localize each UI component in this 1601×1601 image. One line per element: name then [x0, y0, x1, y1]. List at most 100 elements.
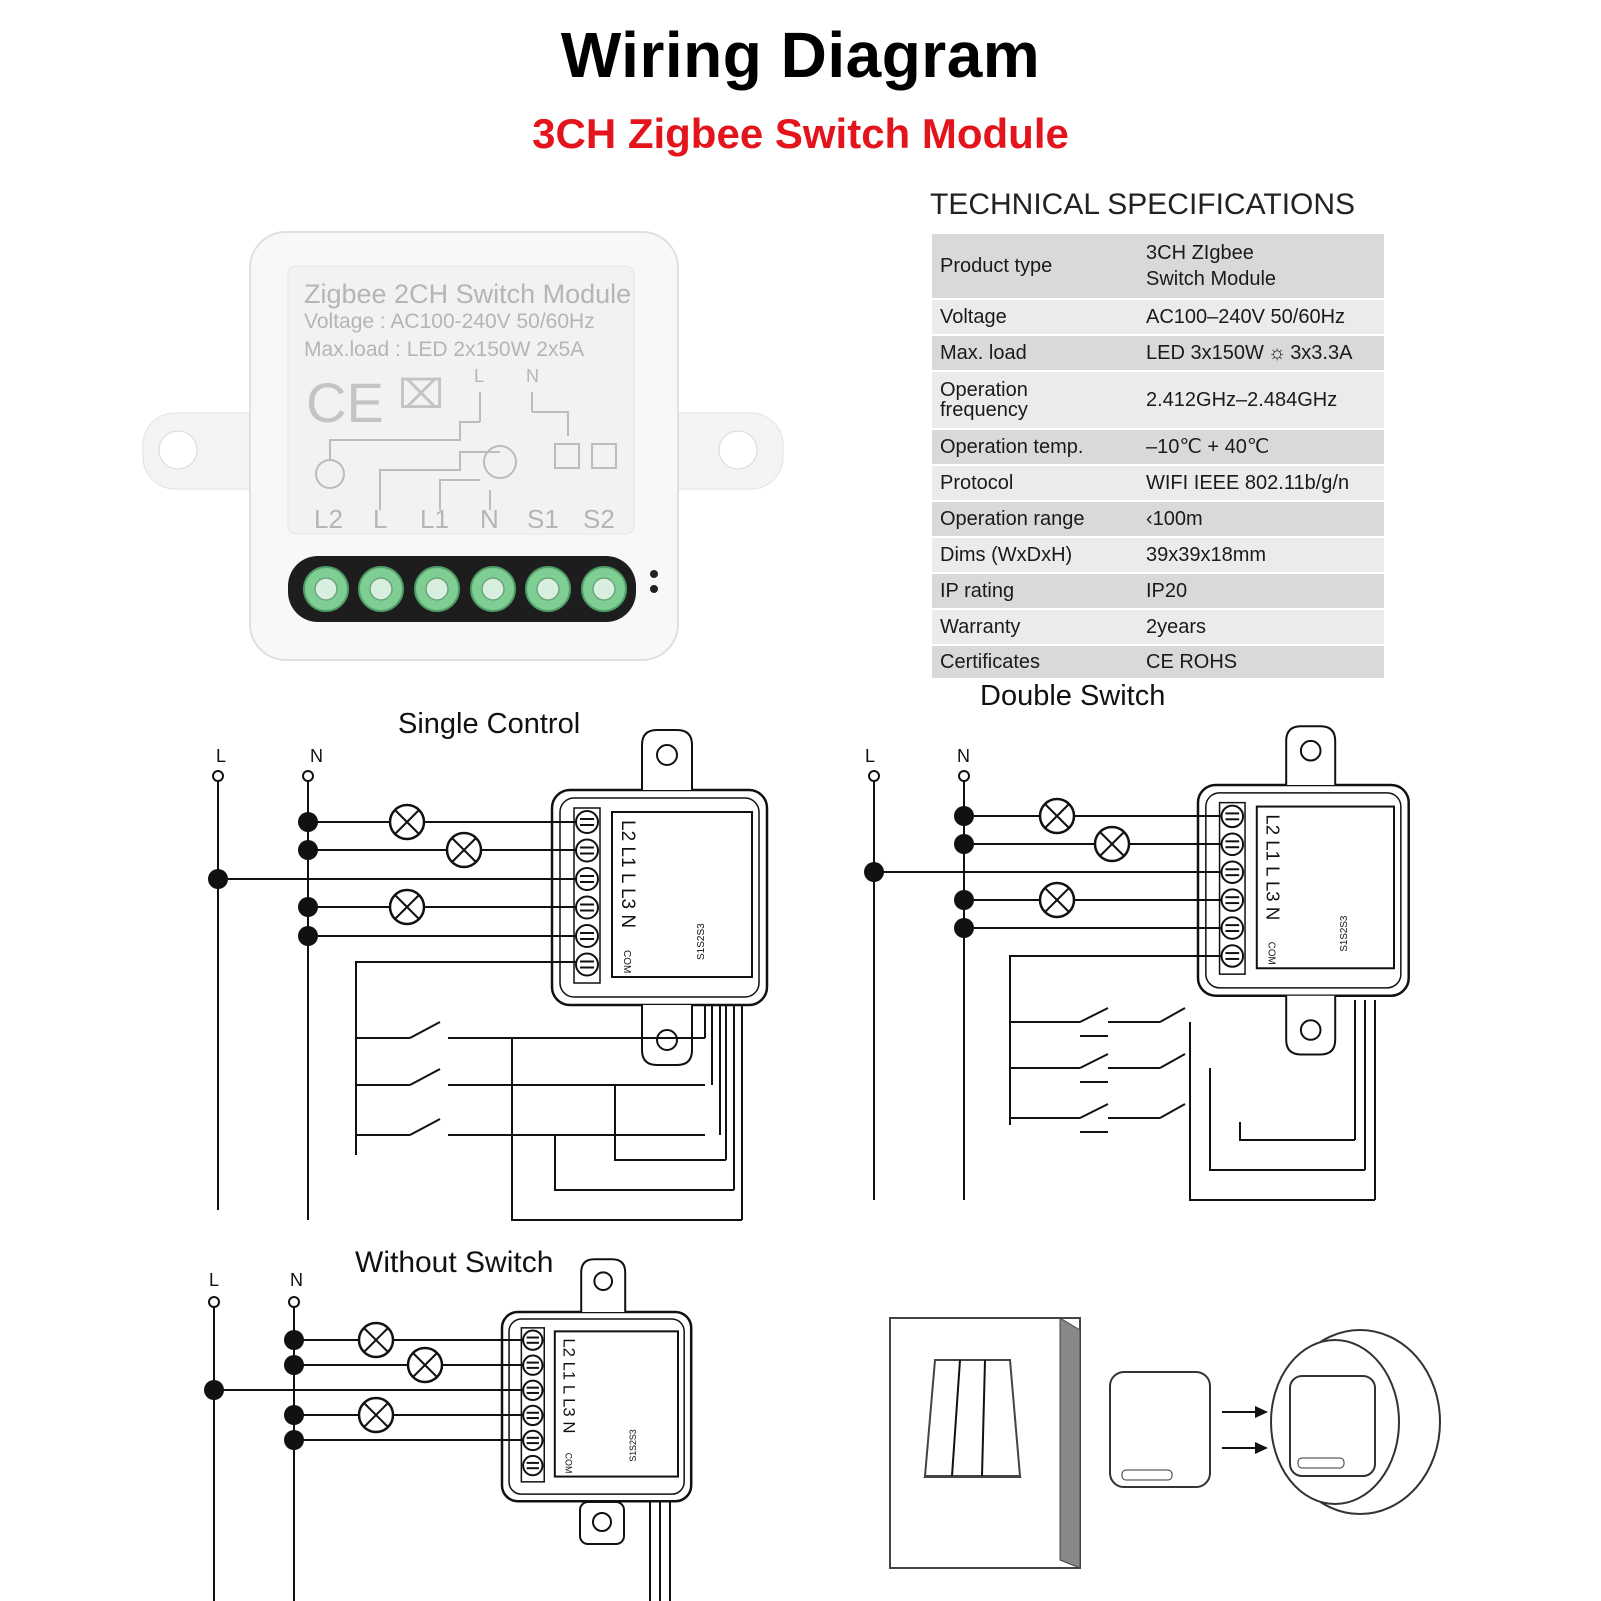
specs-heading: TECHNICAL SPECIFICATIONS [930, 188, 1356, 221]
switch-rocker-base [923, 1476, 1022, 1478]
module-terminal [1220, 888, 1245, 912]
spec-value-pre: LED 3x150W [1146, 342, 1264, 364]
module-terminal [1220, 916, 1245, 940]
rocker-divider [951, 1359, 961, 1477]
device-schematic-L: L [474, 366, 485, 386]
spec-value: ‹100m [1146, 508, 1203, 530]
spec-value: 3CH ZIgbee Switch Module [1146, 242, 1277, 290]
spec-row: Operation temp.–10℃ + 40℃ [932, 428, 1384, 464]
switch-rocker [923, 1359, 1022, 1477]
module-label-panel [611, 811, 753, 978]
spec-key: Product type [940, 255, 1053, 277]
ce-mark: CE [306, 371, 384, 434]
spec-value: AC100–240V 50/60Hz [1146, 306, 1346, 328]
module-terminal [575, 810, 599, 834]
mounting-hole [656, 744, 678, 766]
spec-value: 39x39x18mm [1146, 544, 1267, 566]
spec-key: Dims (WxDxH) [940, 544, 1073, 566]
module-inner [508, 1318, 685, 1495]
switch-lever [1079, 1103, 1109, 1119]
wire [614, 1085, 726, 1161]
N-terminal [958, 770, 970, 782]
module-terminal [1220, 832, 1245, 857]
L-terminal [208, 1296, 220, 1308]
module-terminal-labels: L2 L1 L L3 N [560, 1338, 579, 1433]
spec-key: Operation range [940, 508, 1085, 530]
switch-lever [1159, 1103, 1186, 1119]
lamp-cross [1044, 887, 1070, 913]
module-switch-inputs: S1S2S3 [1339, 915, 1350, 952]
module-terminal [522, 1404, 544, 1427]
module-terminal [575, 867, 599, 891]
module-terminal [522, 1329, 544, 1351]
device-label-line2: Voltage : AC100-240V 50/60Hz [304, 310, 595, 333]
wire [511, 1038, 742, 1221]
single-control-title: Single Control [398, 708, 581, 740]
spec-key: IP rating [940, 580, 1015, 602]
wire [355, 961, 576, 1155]
spec-key: Certificates [940, 651, 1041, 673]
arrow-head [1255, 1406, 1268, 1418]
installed-module-terminals [1297, 1457, 1345, 1469]
double-N-label: N [957, 746, 970, 766]
module-terminal-labels: L2 L1 L L3 N [1263, 814, 1284, 920]
switch-lever [1079, 1007, 1109, 1023]
device-terminal-S2: S2 [583, 504, 615, 534]
single-N-label: N [310, 746, 323, 766]
module-terminal [522, 1379, 544, 1401]
mounting-hole [592, 1512, 612, 1532]
switch-lever [1159, 1007, 1186, 1023]
wire [1189, 1022, 1375, 1201]
switch-lever [409, 1118, 441, 1136]
spec-value: WIFI IEEE 802.11b/g/n [1146, 472, 1350, 494]
rocker-divider [981, 1359, 986, 1477]
module-inner [1205, 792, 1402, 989]
module-com-label: COM [1266, 942, 1277, 965]
device-terminal-L1: L1 [420, 504, 449, 534]
module-label-panel [1255, 805, 1396, 970]
wire [1239, 1122, 1355, 1141]
mounting-hole [593, 1271, 614, 1291]
spec-key: Max. load [940, 342, 1027, 364]
module-label-panel [553, 1330, 679, 1478]
spec-key: Warranty [940, 616, 1021, 638]
spec-row: Certificates CE ROHS [932, 644, 1384, 678]
device-terminal-S1: S1 [527, 504, 559, 534]
switch-lever [409, 1021, 441, 1039]
installed-module [1289, 1375, 1376, 1477]
spec-value: CE ROHS [1146, 651, 1238, 673]
module-inner [559, 797, 760, 998]
spec-key: Operation temp. [940, 436, 1084, 458]
module-terminal [575, 838, 599, 863]
device-terminal-N: N [480, 504, 499, 534]
without-N-label: N [290, 1270, 303, 1290]
spec-value: IP20 [1146, 580, 1188, 602]
single-L-label: L [216, 746, 227, 766]
module-terminal [575, 895, 599, 920]
lamp-cross [363, 1327, 389, 1353]
spec-value: LED 3x150W☼3x3.3A [1146, 340, 1384, 366]
spec-key: Voltage [940, 306, 1007, 328]
terminal-strip [573, 807, 601, 984]
device-label-line1: Zigbee 2CH Switch Module [304, 279, 632, 309]
lamp-cross [394, 894, 420, 920]
module-terminal [522, 1354, 544, 1376]
wire [554, 1135, 734, 1191]
mounting-hole [1299, 1019, 1322, 1041]
module-switch-inputs: S1S2S3 [696, 923, 707, 960]
spec-row: Voltage AC100–240V 50/60Hz [932, 298, 1384, 334]
module-icon [1109, 1371, 1211, 1488]
wall-switch-side [1059, 1317, 1081, 1569]
module-terminal-labels: L2 L1 L L3 N [617, 820, 638, 928]
device-terminal-L: L [373, 504, 388, 534]
switch-lever [409, 1068, 441, 1086]
L-terminal [868, 770, 880, 782]
N-terminal [302, 770, 314, 782]
spec-key: Operation frequency [940, 379, 1028, 421]
page-subtitle: 3CH Zigbee Switch Module [532, 110, 1069, 157]
mounting-hole [1299, 739, 1322, 762]
arrow-head [1255, 1442, 1268, 1454]
